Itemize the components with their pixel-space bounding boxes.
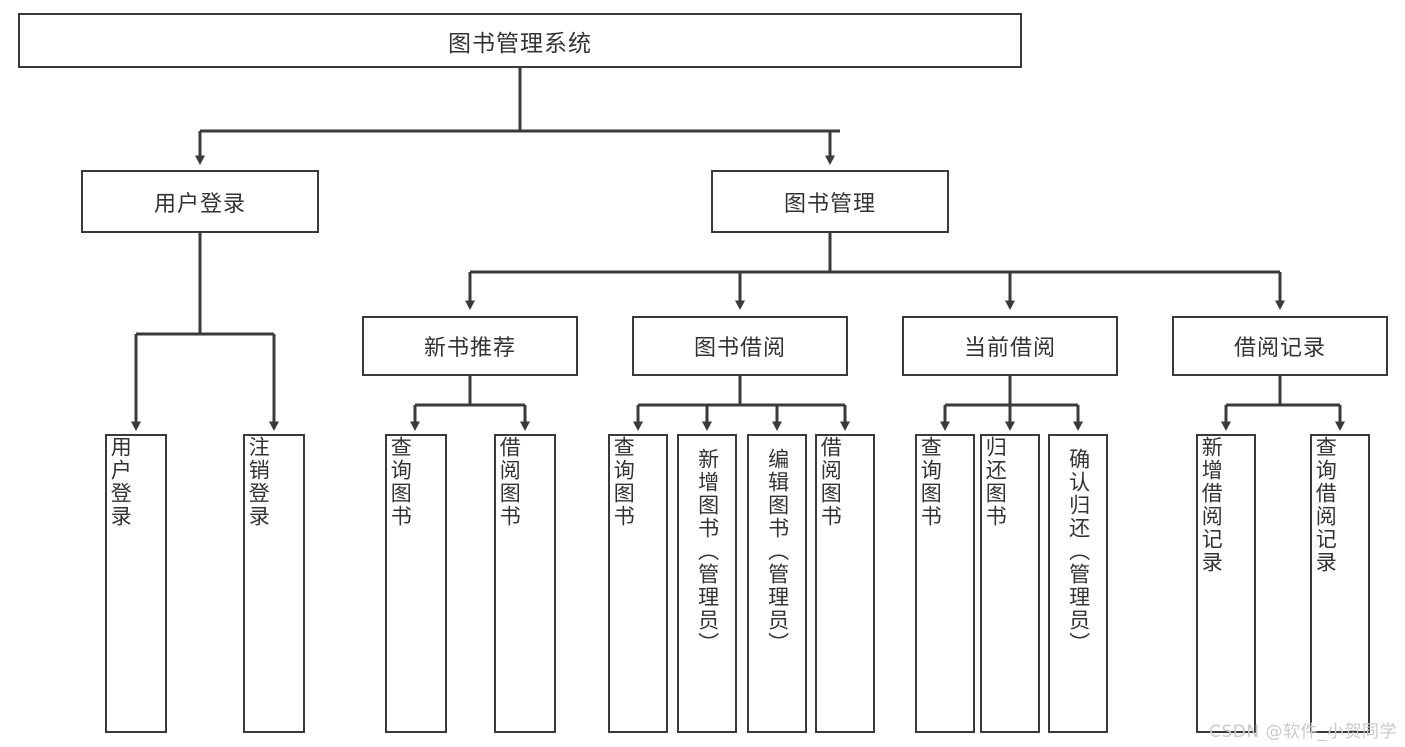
leaf-label: 查询图书 [611,436,636,528]
node-leaf-add-record[interactable]: 新增借阅记录 [1196,434,1256,733]
node-root-system[interactable]: 图书管理系统 [18,13,1022,68]
node-leaf-add-book[interactable]: 新增图书（管理员） [677,434,737,733]
node-leaf-query-record[interactable]: 查询借阅记录 [1310,434,1370,733]
leaf-label: 归还图书 [983,436,1008,528]
node-leaf-query-book-1[interactable]: 查询图书 [385,434,447,733]
node-book-borrow[interactable]: 图书借阅 [632,316,848,376]
leaf-label: 用户登录 [108,436,133,528]
leaf-label: 确认归还（管理员） [1066,448,1091,655]
node-leaf-borrow-book-1[interactable]: 借阅图书 [494,434,556,733]
node-leaf-confirm-return[interactable]: 确认归还（管理员） [1048,434,1108,733]
node-leaf-logout[interactable]: 注销登录 [243,434,305,733]
leaf-label: 新增借阅记录 [1199,436,1224,574]
leaf-label: 查询图书 [388,436,413,528]
node-current-borrow[interactable]: 当前借阅 [902,316,1118,376]
node-leaf-edit-book[interactable]: 编辑图书（管理员） [747,434,807,733]
leaf-label: 查询图书 [918,436,943,528]
leaf-label: 借阅图书 [497,436,522,528]
node-leaf-borrow-book-2[interactable]: 借阅图书 [815,434,875,733]
leaf-label: 查询借阅记录 [1313,436,1338,574]
leaf-label: 新增图书（管理员） [695,448,720,655]
node-user-login[interactable]: 用户登录 [81,170,319,233]
leaf-label: 注销登录 [246,436,271,528]
node-book-manage[interactable]: 图书管理 [711,170,949,233]
node-borrow-record[interactable]: 借阅记录 [1172,316,1388,376]
node-leaf-return-book[interactable]: 归还图书 [980,434,1040,733]
node-leaf-query-book-2[interactable]: 查询图书 [608,434,668,733]
csdn-watermark: CSDN @软件_小贺同学 [1209,722,1397,742]
node-leaf-query-book-3[interactable]: 查询图书 [915,434,975,733]
leaf-label: 借阅图书 [818,436,843,528]
node-leaf-user-login[interactable]: 用户登录 [105,434,167,733]
leaf-label: 编辑图书（管理员） [765,448,790,655]
node-new-book-recommend[interactable]: 新书推荐 [362,316,578,376]
